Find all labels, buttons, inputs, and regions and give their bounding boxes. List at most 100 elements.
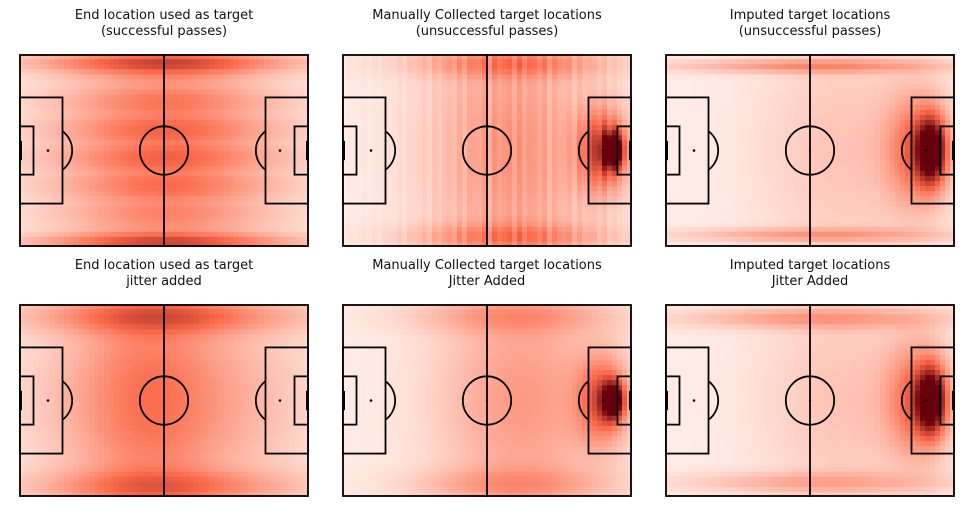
- heatmap-cell: [79, 54, 85, 60]
- left-penalty-box: [342, 96, 387, 205]
- heatmap-cell: [69, 201, 75, 207]
- heatmap-cell: [377, 175, 383, 182]
- heatmap-cell: [59, 236, 65, 243]
- heatmap-cell: [442, 94, 448, 101]
- heatmap-cell: [59, 206, 65, 213]
- heatmap-cell: [725, 180, 731, 187]
- heatmap-cell: [402, 201, 408, 207]
- heatmap-cell: [169, 74, 175, 80]
- heatmap-cell: [24, 241, 30, 247]
- heatmap-cell: [89, 120, 95, 126]
- heatmap-cell: [542, 231, 548, 238]
- heatmap-cell: [567, 150, 573, 157]
- heatmap-cell: [685, 109, 691, 116]
- heatmap-cell: [482, 99, 488, 106]
- heatmap-cell: [397, 145, 403, 152]
- heatmap-cell: [680, 109, 686, 116]
- heatmap-cell: [372, 231, 378, 238]
- heatmap-cell: [572, 226, 578, 233]
- heatmap-cell: [517, 114, 523, 121]
- heatmap-cell: [74, 74, 80, 80]
- heatmap-cell: [457, 54, 463, 60]
- heatmap-cell: [49, 206, 55, 213]
- heatmap-cell: [174, 54, 180, 60]
- heatmap-cell: [442, 241, 448, 247]
- heatmap-cell: [665, 74, 671, 80]
- heatmap-cell: [562, 99, 568, 106]
- heatmap-cell: [154, 155, 160, 162]
- heatmap-cell: [557, 59, 563, 65]
- heatmap-cell: [602, 59, 608, 65]
- heatmap-cell: [79, 175, 85, 182]
- heatmap-cell: [174, 186, 180, 192]
- heatmap-cell: [502, 221, 508, 228]
- heatmap-cell: [427, 165, 433, 172]
- heatmap-cell: [537, 211, 543, 218]
- heatmap-cell: [214, 226, 220, 233]
- heatmap-cell: [194, 99, 200, 106]
- heatmap-cell: [249, 89, 255, 96]
- heatmap-cell: [670, 160, 676, 167]
- heatmap-cell: [602, 241, 608, 247]
- left-penalty-box: [19, 96, 64, 205]
- heatmap-cell: [89, 180, 95, 187]
- heatmap-cell: [617, 175, 623, 182]
- heatmap-cell: [587, 99, 593, 106]
- heatmap-cell: [29, 125, 35, 131]
- heatmap-cell: [567, 186, 573, 192]
- heatmap-cell: [542, 155, 548, 162]
- heatmap-cell: [199, 109, 205, 116]
- heatmap-cell: [294, 170, 300, 177]
- heatmap-cell: [259, 69, 265, 75]
- heatmap-cell: [254, 130, 260, 136]
- heatmap-cell: [685, 226, 691, 233]
- heatmap-cell: [204, 160, 210, 167]
- heatmap-cell: [522, 175, 528, 182]
- heatmap-cell: [347, 241, 353, 247]
- heatmap-cell: [139, 231, 145, 238]
- heatmap-cell: [552, 140, 558, 147]
- heatmap-cell: [139, 191, 145, 197]
- heatmap-cell: [284, 211, 290, 218]
- heatmap-cell: [347, 231, 353, 238]
- heatmap-cell: [562, 165, 568, 172]
- heatmap-cell: [159, 64, 165, 70]
- heatmap-cell: [487, 221, 493, 228]
- heatmap-cell: [249, 226, 255, 233]
- heatmap-cell: [432, 241, 438, 247]
- heatmap-cell: [617, 226, 623, 233]
- heatmap-cell: [184, 94, 190, 101]
- heatmap-cell: [730, 130, 736, 136]
- heatmap-cell: [417, 211, 423, 218]
- heatmap-cell: [129, 59, 135, 65]
- heatmap-cell: [362, 221, 368, 228]
- heatmap-cell: [720, 69, 726, 75]
- heatmap-cell: [49, 74, 55, 80]
- heatmap-cell: [239, 99, 245, 106]
- heatmap-cell: [342, 231, 348, 238]
- heatmap-cell: [720, 74, 726, 80]
- heatmap-cell: [582, 125, 588, 131]
- heatmap-cell: [219, 236, 225, 243]
- heatmap-cell: [412, 135, 418, 141]
- heatmap-cell: [189, 236, 195, 243]
- heatmap-cell: [705, 59, 711, 65]
- heatmap-cell: [224, 206, 230, 213]
- heatmap-cell: [124, 241, 130, 247]
- heatmap-cell: [492, 114, 498, 121]
- heatmap-cell: [462, 79, 468, 86]
- heatmap-cell: [437, 175, 443, 182]
- heatmap-cell: [622, 54, 628, 60]
- heatmap-cell: [497, 54, 503, 60]
- heatmap-cell: [517, 231, 523, 238]
- heatmap-cell: [269, 99, 275, 106]
- heatmap-cell: [592, 216, 598, 223]
- heatmap-cell: [194, 236, 200, 243]
- heatmap-cell: [695, 74, 701, 80]
- heatmap-cell: [79, 94, 85, 101]
- heatmap-cell: [617, 54, 623, 60]
- heatmap-cell: [462, 150, 468, 157]
- heatmap-cell: [700, 114, 706, 121]
- heatmap-cell: [279, 221, 285, 228]
- heatmap-cell: [602, 64, 608, 70]
